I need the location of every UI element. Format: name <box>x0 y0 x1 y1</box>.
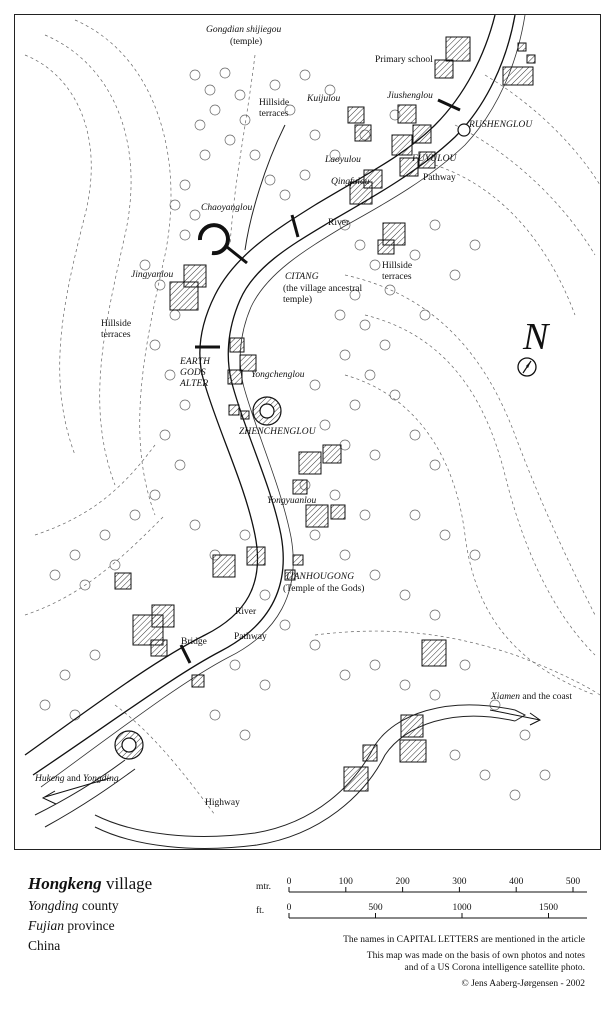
scale-tick-label: 100 <box>338 877 353 887</box>
scale-tick-label: 1000 <box>452 903 472 913</box>
bridges <box>179 98 461 664</box>
note-source-2: and of a US Corona intelligence satellit… <box>404 963 585 973</box>
label-hillside-e: Hillside terraces <box>382 261 413 282</box>
scale-tick-label: 0 <box>286 877 292 887</box>
label-jingyanlou: Jingyanlou <box>131 270 174 280</box>
label-hukeng-yongding: Hukeng and Yongding <box>35 774 119 784</box>
buildings <box>114 36 536 792</box>
label-hillside-w: Hillside terraces <box>101 319 132 340</box>
arrows <box>41 709 541 805</box>
label-river-s: River <box>235 607 257 617</box>
label-highway: Highway <box>205 798 240 808</box>
province-line: Fujian province <box>28 918 115 933</box>
county-line: Yongding county <box>28 898 119 913</box>
village-map <box>24 15 600 849</box>
pathway <box>40 15 526 788</box>
scale-tick-label: 200 <box>395 877 410 887</box>
label-chaoyanglou: Chaoyanglou <box>201 203 253 213</box>
label-fuyulou: FUYULOU <box>412 154 457 164</box>
label-earth-gods-altar: EARTH GODS ALTER <box>180 357 211 389</box>
label-citang-sub: (the village ancestral temple) <box>283 284 363 305</box>
label-xiamen: Xiamen and the coast <box>491 692 572 702</box>
label-gongdian-sub: (temple) <box>230 37 263 47</box>
scale-tick-label: 400 <box>509 877 524 887</box>
label-pathway-n: Pathway <box>423 173 456 183</box>
note-source-1: This map was made on the basis of own ph… <box>366 951 585 961</box>
label-rushenglou: RUSHENGLOU <box>469 120 533 130</box>
copyright: © Jens Aaberg-Jørgensen - 2002 <box>461 979 586 989</box>
country-line: China <box>28 938 61 953</box>
label-yongchenglou: Yongchenglou <box>251 370 305 380</box>
label-bridge: Bridge <box>181 637 207 647</box>
north-arrow: N <box>515 317 555 397</box>
label-hillside-nw: Hillside terraces <box>259 98 290 119</box>
scale-tick-label: 1500 <box>539 903 558 913</box>
scale-unit-ft: ft. <box>256 906 265 916</box>
label-tianhougong: TIANHOUGONG <box>285 572 355 582</box>
scale-tick-label: 300 <box>452 877 467 887</box>
map-frame: Gongdian shijiegou (temple) Primary scho… <box>14 14 601 850</box>
roads <box>34 124 527 849</box>
scale-tick-label: 0 <box>286 903 292 913</box>
label-primary-school: Primary school <box>375 55 433 65</box>
label-pathway-s: Pathway <box>234 632 267 642</box>
label-tianhougong-sub: (Temple of the Gods) <box>283 584 365 594</box>
scale-unit-mtr: mtr. <box>256 882 272 892</box>
label-qingfulou: Qingfulou <box>331 177 370 187</box>
contour-lines <box>24 19 600 816</box>
compass-icon <box>517 357 537 377</box>
label-river-n: River <box>328 218 350 228</box>
label-yongyuanlou: Yongyuanlou <box>267 496 317 506</box>
label-citang: CITANG <box>285 272 319 282</box>
north-letter: N <box>523 316 549 358</box>
scale-tick-label: 500 <box>565 877 581 887</box>
label-gongdian: Gongdian shijiegou <box>206 25 282 35</box>
note-capital-letters: The names in CAPITAL LETTERS are mention… <box>343 935 585 945</box>
scale-tick-label: 500 <box>368 903 383 913</box>
round-buildings <box>114 123 471 760</box>
label-zhenchenglou: ZHENCHENGLOU <box>239 427 316 437</box>
label-laoyulou: Laoyulou <box>325 155 361 165</box>
label-kuijulou: Kuijulou <box>307 94 341 104</box>
map-title: Hongkeng village <box>28 874 153 893</box>
label-jiushenglou: Jiushenglou <box>387 91 433 101</box>
